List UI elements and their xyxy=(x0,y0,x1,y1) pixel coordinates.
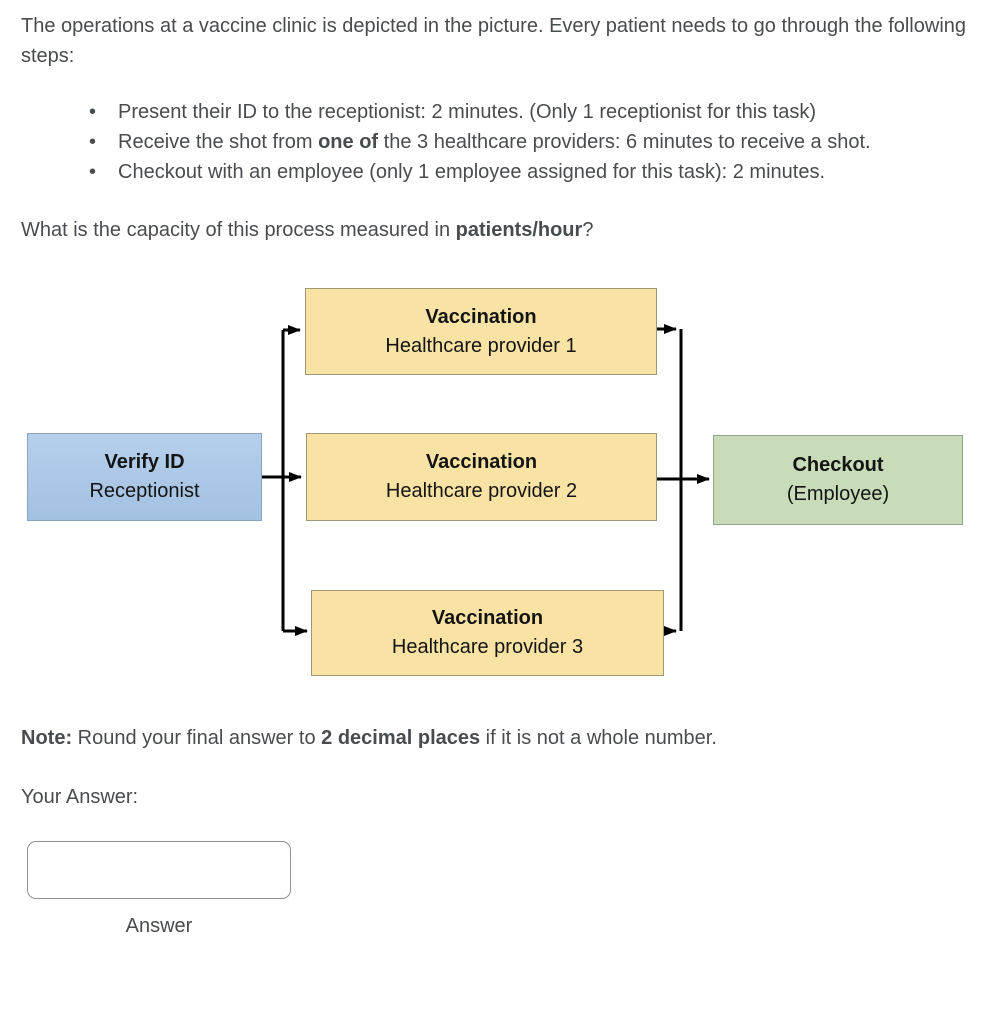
step-item-receive-shot: Receive the shot from one of the 3 healt… xyxy=(89,127,903,157)
vaccination-3-title: Vaccination xyxy=(431,607,544,629)
question-intro: The operations at a vaccine clinic is de… xyxy=(21,15,967,67)
checkout-title: Checkout xyxy=(792,454,884,476)
note-text: Note: Round your final answer to 2 decim… xyxy=(21,723,974,753)
vaccination-3-subtitle: Healthcare provider 3 xyxy=(391,636,584,658)
question-text-bold: patients/hour xyxy=(455,219,583,241)
process-diagram: Verify ID Receptionist Vaccination Healt… xyxy=(0,280,974,680)
quiz-question-page: The operations at a vaccine clinic is de… xyxy=(0,0,998,941)
vaccination-2-box: Vaccination Healthcare provider 2 xyxy=(306,433,657,521)
flow-arrows xyxy=(262,324,710,636)
question-text-pre: What is the capacity of this process mea… xyxy=(21,219,456,241)
vaccination-1-title: Vaccination xyxy=(425,305,537,328)
verify-id-subtitle: Receptionist xyxy=(89,480,200,502)
vaccination-1-subtitle: Healthcare provider 1 xyxy=(385,334,577,357)
step-text-bold: one of xyxy=(318,131,379,153)
answer-caption: Answer xyxy=(125,915,193,937)
question-text: What is the capacity of this process mea… xyxy=(21,215,974,245)
note-text-pre: Round your final answer to xyxy=(72,727,322,749)
checkout-subtitle: (Employee) xyxy=(786,483,890,505)
step-item-present-id: Present their ID to the receptionist: 2 … xyxy=(89,97,903,127)
vaccination-2-subtitle: Healthcare provider 2 xyxy=(385,480,578,502)
note-text-bold: 2 decimal places xyxy=(321,727,481,749)
verify-id-box: Verify ID Receptionist xyxy=(27,433,262,521)
step-text: Checkout with an employee (only 1 employ… xyxy=(118,161,826,183)
note-text-post: if it is not a whole number. xyxy=(480,727,717,749)
question-text-post: ? xyxy=(582,219,594,241)
note-label: Note: xyxy=(21,727,73,749)
step-item-checkout: Checkout with an employee (only 1 employ… xyxy=(89,157,903,187)
vaccination-1-box: Vaccination Healthcare provider 1 xyxy=(305,288,657,375)
steps-list: Present their ID to the receptionist: 2 … xyxy=(21,97,903,187)
step-text: Receive the shot from xyxy=(118,131,319,153)
your-answer-label: Your Answer: xyxy=(21,786,139,808)
vaccination-3-box: Vaccination Healthcare provider 3 xyxy=(311,590,664,676)
step-text: Present their ID to the receptionist: 2 … xyxy=(118,101,817,123)
step-text: the 3 healthcare providers: 6 minutes to… xyxy=(378,131,871,153)
verify-id-title: Verify ID xyxy=(104,451,185,473)
answer-input[interactable] xyxy=(27,841,291,899)
checkout-box: Checkout (Employee) xyxy=(713,435,963,525)
vaccination-2-title: Vaccination xyxy=(425,451,538,473)
